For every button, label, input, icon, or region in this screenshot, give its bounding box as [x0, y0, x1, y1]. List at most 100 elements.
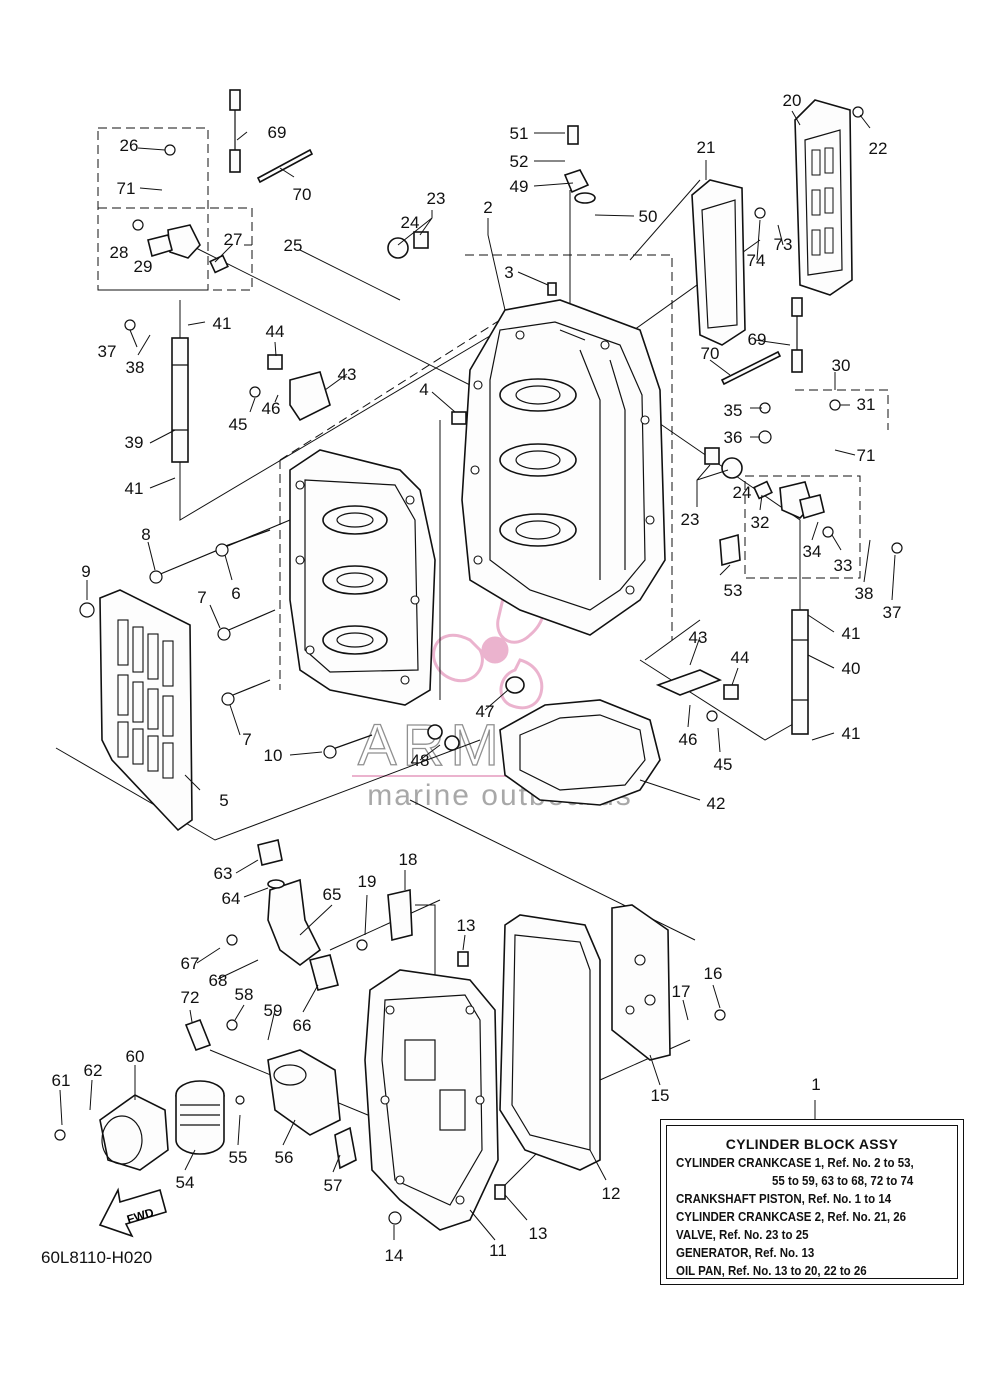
callout-41b: 41: [125, 479, 144, 498]
legend-line: 55 to 59, 63 to 68, 72 to 74: [772, 1174, 914, 1188]
legend-line: OIL PAN, Ref. No. 13 to 20, 22 to 26: [676, 1264, 867, 1278]
callout-47: 47: [476, 702, 495, 721]
generator-plate: [611, 904, 671, 1061]
callout-41a: 41: [213, 314, 232, 333]
legend-line: CYLINDER CRANKCASE 1, Ref. No. 2 to 53,: [676, 1156, 914, 1170]
legend-box: CYLINDER BLOCK ASSY CYLINDER CRANKCASE 1…: [660, 1119, 964, 1285]
callout-54: 54: [176, 1173, 195, 1192]
callout-37a: 37: [98, 342, 117, 361]
thermostat-right: [753, 480, 825, 520]
callout-21: 21: [697, 138, 716, 157]
callout-20: 20: [783, 91, 802, 110]
callout-69a: 69: [268, 123, 287, 142]
pipes: [171, 337, 809, 735]
callout-53: 53: [724, 581, 743, 600]
callout-74: 74: [747, 251, 766, 270]
callout-5: 5: [219, 791, 228, 810]
callout-25: 25: [284, 236, 303, 255]
callout-71b: 71: [857, 446, 876, 465]
group-outlines: [97, 127, 889, 690]
callout-labels: 1 2 3 4 5 6 7 7 8 9 10 11 12 13 13 14 15…: [52, 91, 902, 1265]
callout-13b: 13: [529, 1224, 548, 1243]
callout-48: 48: [411, 751, 430, 770]
oil-pan-housing: [364, 969, 499, 1231]
callout-11: 11: [489, 1241, 507, 1260]
callout-44a: 44: [266, 322, 285, 341]
callout-41d: 41: [842, 724, 861, 743]
callout-32: 32: [751, 513, 770, 532]
callout-31: 31: [857, 395, 876, 414]
bolts: [54, 106, 903, 1225]
callout-10: 10: [264, 746, 283, 765]
callout-63: 63: [214, 864, 233, 883]
callout-64: 64: [222, 889, 241, 908]
callout-67: 67: [181, 954, 200, 973]
callout-65: 65: [323, 885, 342, 904]
callout-15: 15: [651, 1086, 670, 1105]
callout-62: 62: [84, 1061, 103, 1080]
oil-pan-gasket: [499, 914, 601, 1171]
crankcase: [289, 449, 436, 706]
callout-27: 27: [224, 230, 243, 249]
callout-60: 60: [126, 1047, 145, 1066]
callout-13a: 13: [457, 916, 476, 935]
callout-61: 61: [52, 1071, 71, 1090]
callout-26: 26: [120, 136, 139, 155]
callout-41c: 41: [842, 624, 861, 643]
crankcase-gasket: [499, 699, 661, 806]
legend-title: CYLINDER BLOCK ASSY: [725, 1136, 899, 1152]
fwd-arrow-icon: FWD: [98, 1187, 167, 1238]
callout-8: 8: [141, 525, 150, 544]
callout-23a: 23: [427, 189, 446, 208]
diagram-code: 60L8110-H020: [41, 1248, 153, 1267]
callout-46b: 46: [679, 730, 698, 749]
callout-55: 55: [229, 1148, 248, 1167]
callout-40: 40: [842, 659, 861, 678]
callout-34: 34: [803, 542, 822, 561]
callout-68: 68: [209, 971, 228, 990]
legend-line: CRANKSHAFT PISTON, Ref. No. 1 to 14: [676, 1192, 892, 1206]
callout-7a: 7: [197, 588, 206, 607]
callout-36: 36: [724, 428, 743, 447]
cylinder-block: [461, 299, 666, 636]
callout-52: 52: [510, 152, 529, 171]
propeller-logo-icon: [432, 579, 547, 710]
callout-51: 51: [510, 124, 529, 143]
callout-56: 56: [275, 1148, 294, 1167]
small-parts: [184, 125, 743, 1200]
callout-70a: 70: [293, 185, 312, 204]
oil-filter: [175, 1080, 225, 1155]
callout-24a: 24: [401, 213, 420, 232]
callout-6: 6: [231, 584, 240, 603]
filter-base: [267, 1049, 341, 1136]
sensors: [229, 89, 803, 386]
callout-43a: 43: [338, 365, 357, 384]
callout-58: 58: [235, 985, 254, 1004]
callout-17: 17: [672, 982, 691, 1001]
callout-9: 9: [81, 562, 90, 581]
legend-line: VALVE, Ref. No. 23 to 25: [676, 1228, 809, 1242]
callout-45a: 45: [229, 415, 248, 434]
callout-46a: 46: [262, 399, 281, 418]
callout-37b: 37: [883, 603, 902, 622]
exhaust-cover: [99, 589, 193, 832]
callout-43b: 43: [689, 628, 708, 647]
callout-73: 73: [774, 235, 793, 254]
callout-39: 39: [125, 433, 144, 452]
callout-59: 59: [264, 1001, 283, 1020]
callout-16: 16: [704, 964, 723, 983]
callout-38b: 38: [855, 584, 874, 603]
legend-inner-border: CYLINDER BLOCK ASSY CYLINDER CRANKCASE 1…: [666, 1125, 958, 1279]
callout-66: 66: [293, 1016, 312, 1035]
filter-cover: [99, 1094, 169, 1171]
callout-4: 4: [419, 380, 428, 399]
callout-71a: 71: [117, 179, 136, 198]
callout-57: 57: [324, 1176, 343, 1195]
legend-line: CYLINDER CRANKCASE 2, Ref. No. 21, 26: [676, 1210, 907, 1224]
callout-49: 49: [510, 177, 529, 196]
thermostat-left: [147, 224, 229, 274]
callout-50: 50: [639, 207, 658, 226]
callout-30: 30: [832, 356, 851, 375]
callout-33: 33: [834, 556, 853, 575]
